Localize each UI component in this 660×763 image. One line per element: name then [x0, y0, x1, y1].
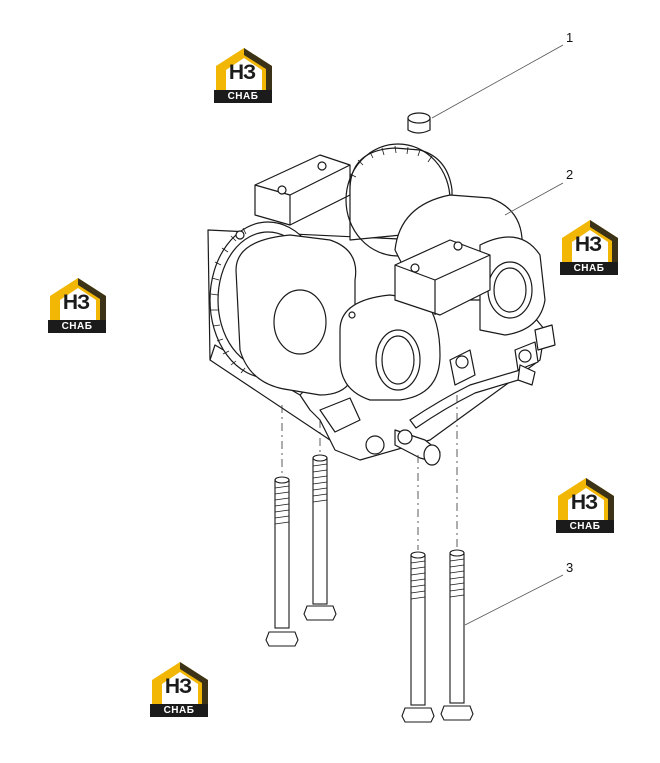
bushing-icon: [407, 112, 431, 134]
callout-2: 2: [566, 167, 574, 182]
logo-watermark: НЗ СНАБ: [46, 274, 110, 334]
bolt-group: [265, 454, 474, 723]
logo-watermark: НЗ СНАБ: [148, 658, 212, 718]
leader-line-2: [504, 182, 564, 216]
logo-watermark: НЗ СНАБ: [558, 216, 622, 276]
leader-line-1: [431, 44, 564, 119]
callout-1: 1: [566, 30, 574, 45]
logo-watermark: НЗ СНАБ: [554, 474, 618, 534]
bolt-icon: [440, 549, 474, 721]
logo-watermark: НЗ СНАБ: [212, 44, 276, 104]
callout-3: 3: [566, 560, 574, 575]
bolt-icon: [401, 551, 435, 723]
bolt-icon: [303, 454, 337, 621]
bolt-icon: [265, 476, 299, 647]
leader-line-3: [464, 574, 564, 626]
